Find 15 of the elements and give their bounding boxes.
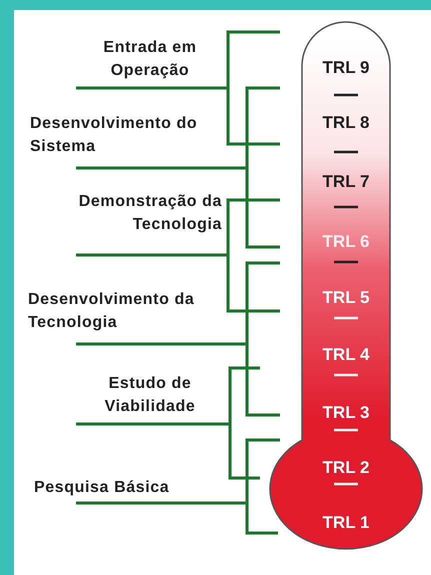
- phase-label: Entrada em Operação: [102, 38, 198, 81]
- level-label: TRL 9: [322, 58, 370, 78]
- level-label: TRL 8: [322, 113, 370, 133]
- phase-label: Demonstração da Tecnologia: [78, 192, 222, 235]
- level-label: TRL 7: [322, 172, 370, 192]
- phase-label: Pesquisa Básica: [34, 478, 170, 498]
- phase-label: Desenvolvimento do Sistema: [30, 114, 198, 157]
- level-label: TRL 3: [322, 403, 370, 423]
- level-label: TRL 1: [322, 513, 370, 533]
- level-label: TRL 5: [322, 288, 370, 308]
- level-label: TRL 2: [322, 458, 370, 478]
- phase-label: Estudo de Viabilidade: [104, 374, 196, 417]
- level-label: TRL 6: [322, 232, 370, 252]
- phase-label: Desenvolvimento da Tecnologia: [28, 290, 196, 333]
- level-label: TRL 4: [322, 345, 370, 365]
